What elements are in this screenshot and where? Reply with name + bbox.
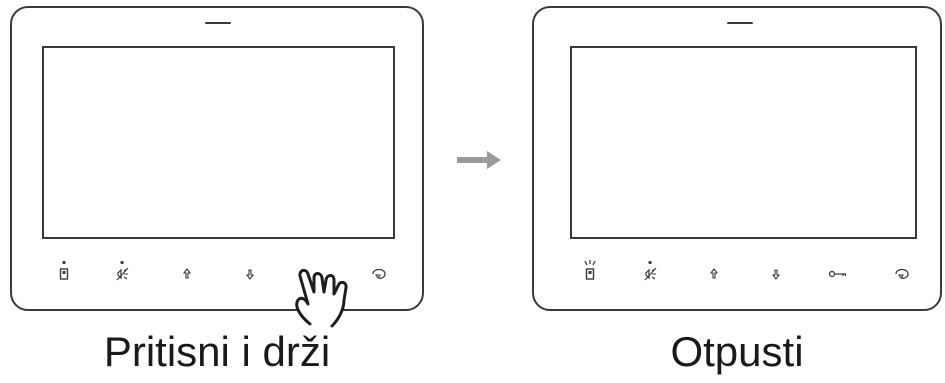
- monitor-screen: [42, 46, 395, 239]
- caption-press-and-hold: Pritisni i drži: [103, 328, 331, 375]
- arrow-down-icon: [245, 269, 255, 280]
- mute-button[interactable]: [110, 260, 134, 284]
- hand-press-icon: [295, 268, 348, 328]
- intercom-icon: [895, 268, 909, 279]
- power-icon: [584, 260, 596, 280]
- arrow-down-icon: [771, 269, 781, 280]
- down-button[interactable]: [238, 260, 262, 284]
- up-button[interactable]: [702, 260, 726, 284]
- monitor-device-after: [532, 6, 942, 311]
- mute-button[interactable]: [638, 260, 662, 284]
- power-button[interactable]: [52, 260, 76, 284]
- top-slot: [205, 22, 231, 24]
- key-icon: [828, 270, 847, 278]
- top-slot: [727, 22, 753, 24]
- down-button[interactable]: [764, 260, 788, 284]
- power-icon: [59, 260, 69, 280]
- monitor-screen: [570, 46, 917, 239]
- arrow-up-icon: [709, 268, 719, 279]
- caption-release: Otpusti: [670, 328, 804, 375]
- up-button[interactable]: [175, 260, 199, 284]
- mute-icon: [116, 260, 129, 281]
- monitor-device-before: [10, 6, 424, 311]
- power-button[interactable]: [578, 260, 602, 284]
- intercom-button[interactable]: [367, 260, 391, 284]
- key-button[interactable]: [826, 260, 850, 284]
- right-arrow-icon: [457, 151, 501, 169]
- intercom-button[interactable]: [890, 260, 914, 284]
- arrow-up-icon: [182, 268, 192, 279]
- mute-icon: [644, 260, 657, 281]
- intercom-icon: [372, 268, 386, 279]
